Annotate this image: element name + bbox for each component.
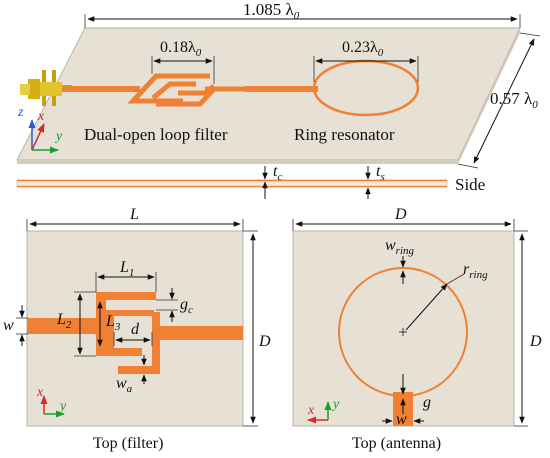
antenna-axis-x-label: x	[307, 403, 315, 418]
filter-L2-label: L2	[56, 311, 72, 331]
filter-D-label: D	[258, 333, 271, 350]
antenna-top-view: D D wring rring g w x y	[292, 206, 542, 452]
filter-L-label: L	[129, 206, 139, 223]
side-label: Side	[455, 175, 485, 194]
sma-connector	[20, 70, 72, 106]
antenna-rring-label: rring	[463, 261, 488, 281]
length-dimension-label: 1.085 λ0	[243, 0, 300, 22]
filter-dimension-label: 0.18λ0	[160, 39, 202, 59]
filter-L3-label: L3	[105, 313, 121, 333]
filter-axis-x-label: x	[36, 385, 44, 400]
antenna-axes: x y	[307, 397, 340, 424]
ring-dimension-label: 0.23λ0	[342, 39, 384, 59]
axis-x-label: x	[37, 109, 45, 124]
axis-z-label: z	[17, 105, 24, 120]
antenna-rring-line	[405, 283, 448, 331]
filter-wa-label: wa	[116, 375, 133, 395]
antenna-wring-label: wring	[385, 237, 415, 257]
side-tc-label: tc	[273, 163, 282, 183]
axis-y-label: y	[54, 129, 63, 144]
filter-feed-right	[160, 326, 243, 340]
filter-shape-3d	[127, 73, 245, 107]
axes-3d: z x y	[17, 105, 63, 154]
antenna-D-top-label: D	[394, 206, 407, 223]
filter-caption: Top (filter)	[93, 435, 163, 452]
antenna-g-label: g	[423, 394, 431, 411]
perspective-view: 1.085 λ0 0.57 λ0 0.18λ0 0.23λ0 Dual-open…	[16, 0, 541, 169]
antenna-w-label: w	[396, 411, 407, 428]
filter-d-label: d	[131, 321, 140, 338]
ring-feed-line-3d	[245, 86, 318, 92]
side-view: tc ts Side	[16, 163, 485, 199]
width-dimension-label: 0.57 λ0	[490, 89, 538, 111]
filter-L1-label: L1	[119, 259, 134, 279]
antenna-caption: Top (antenna)	[352, 435, 441, 452]
antenna-axis-y-label: y	[331, 397, 340, 412]
substrate-board-3d-edge	[17, 160, 458, 164]
filter-top-view: L D L1 L2 L3 d w	[3, 206, 271, 452]
ring-label: Ring resonator	[294, 125, 395, 144]
side-ts-label: ts	[376, 163, 385, 183]
filter-gc-label: gc	[180, 296, 193, 316]
filter-label: Dual-open loop filter	[84, 125, 228, 144]
feed-line-3d	[60, 86, 140, 92]
filter-axis-y-label: y	[58, 399, 67, 414]
antenna-D-side-label: D	[529, 333, 542, 350]
filter-w-label: w	[3, 317, 14, 334]
width-dimension-line	[473, 38, 535, 164]
filter-axes: x y	[36, 385, 67, 418]
filter-right-resonator	[106, 312, 160, 374]
